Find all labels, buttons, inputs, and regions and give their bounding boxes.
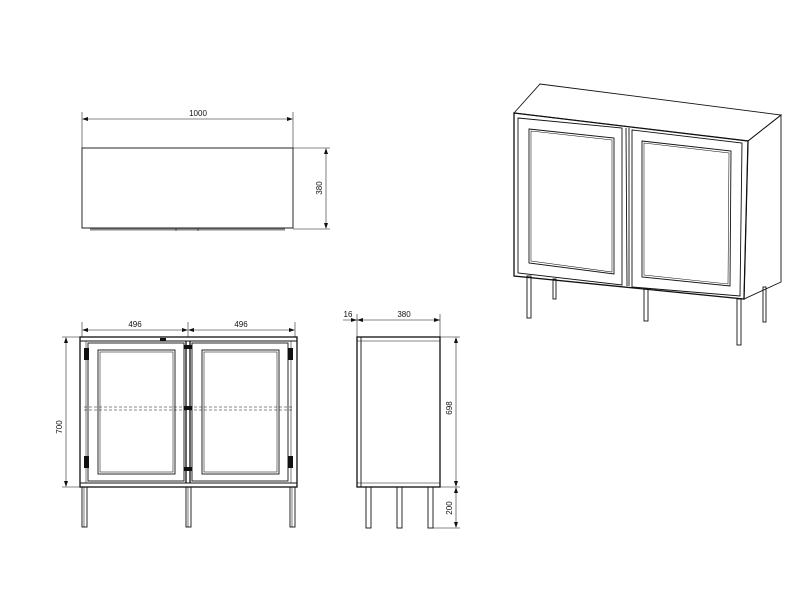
side-body-height-label: 698 [445, 401, 454, 415]
front-left-door-label: 496 [128, 320, 142, 329]
top-body-outline [81, 147, 294, 229]
front-height-label: 700 [55, 420, 64, 434]
top-width-label: 1000 [189, 109, 207, 118]
front-view: 496 496 [55, 320, 298, 528]
side-depth-label: 380 [397, 310, 411, 319]
iso-side [743, 114, 782, 300]
top-view: 1000 380 [81, 109, 330, 231]
front-right-door [191, 342, 289, 482]
iso-top [513, 83, 783, 142]
side-view: 16 380 698 200 [343, 310, 460, 529]
side-offset-label: 16 [344, 310, 353, 319]
iso-front [513, 112, 749, 300]
front-body-outline [79, 336, 298, 488]
front-right-door-label: 496 [234, 320, 248, 329]
top-depth-label: 380 [315, 181, 324, 195]
isometric-view [513, 83, 783, 346]
front-left-door [87, 342, 185, 482]
side-body-outline [356, 336, 441, 488]
side-leg-height-label: 200 [445, 501, 454, 515]
